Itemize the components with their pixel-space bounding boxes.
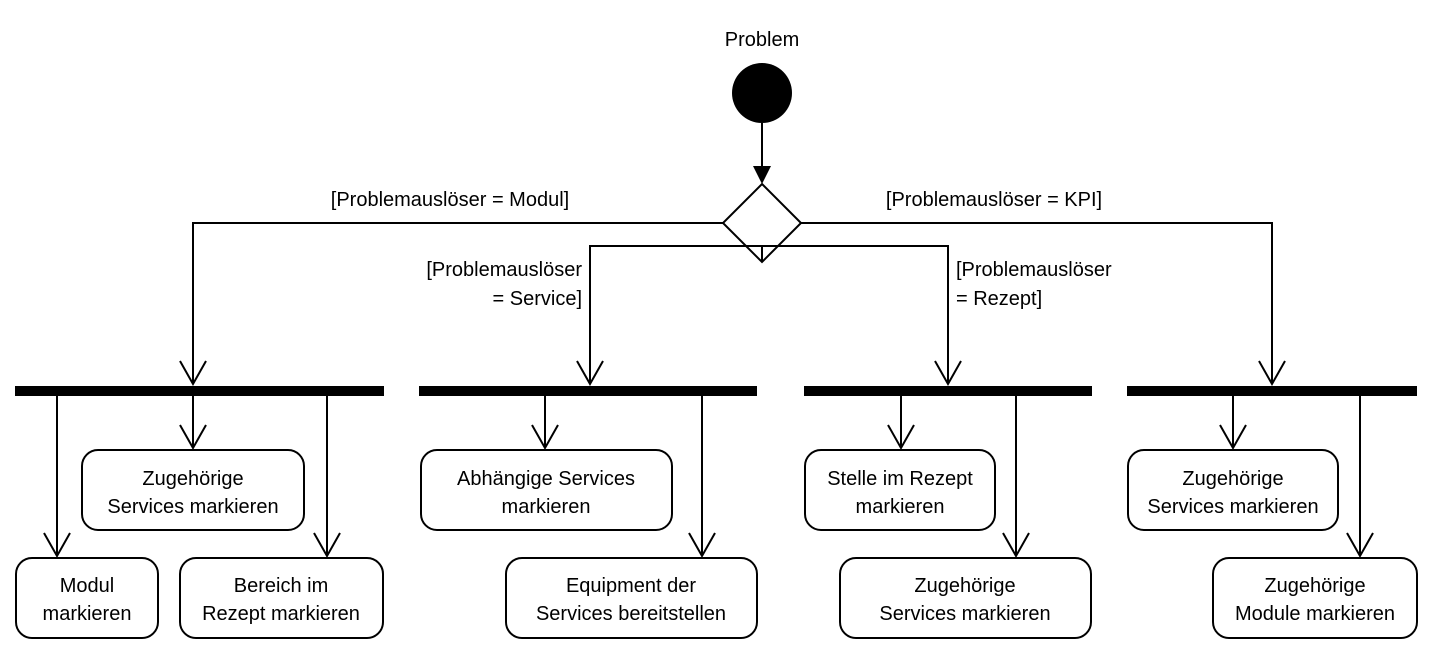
svg-text:Zugehörige: Zugehörige xyxy=(914,575,1015,597)
svg-text:Services markieren: Services markieren xyxy=(1147,496,1318,518)
svg-text:Stelle im Rezept: Stelle im Rezept xyxy=(827,468,973,490)
action-abhaengige-services: Abhängige Services markieren xyxy=(420,449,673,531)
edge-rezept xyxy=(761,245,962,387)
action-stelle-im-rezept: Stelle im Rezept markieren xyxy=(804,449,996,531)
edge-fork2-a5 xyxy=(688,396,716,559)
svg-text:Equipment der: Equipment der xyxy=(566,575,696,597)
guard-modul: [Problemauslöser = Modul] xyxy=(331,189,569,211)
svg-text:Services markieren: Services markieren xyxy=(107,496,278,518)
edge-modul xyxy=(179,222,723,387)
edge-fork2-a4 xyxy=(531,396,559,451)
guard-rezept-line2: = Rezept] xyxy=(956,288,1042,310)
guard-service-line2: = Service] xyxy=(493,288,582,310)
svg-text:Zugehörige: Zugehörige xyxy=(1182,468,1283,490)
action-zugehoerige-services-1: Zugehörige Services markieren xyxy=(81,449,305,531)
svg-text:Modul: Modul xyxy=(60,575,114,597)
fork-bar-4 xyxy=(1127,386,1417,396)
svg-text:Rezept markieren: Rezept markieren xyxy=(202,603,360,625)
edge-service xyxy=(576,245,763,387)
fork-bar-3 xyxy=(804,386,1092,396)
edge-fork3-a6 xyxy=(887,396,915,451)
edge-fork1-a3 xyxy=(313,396,341,559)
svg-text:Services bereitstellen: Services bereitstellen xyxy=(536,603,726,625)
action-zugehoerige-module: Zugehörige Module markieren xyxy=(1212,557,1418,639)
edge-fork1-a2 xyxy=(43,396,71,559)
edge-fork4-a8 xyxy=(1219,396,1247,451)
svg-text:Zugehörige: Zugehörige xyxy=(142,468,243,490)
guard-kpi: [Problemauslöser = KPI] xyxy=(886,189,1102,211)
edge-start-decision xyxy=(753,123,771,184)
edge-fork4-a9 xyxy=(1346,396,1374,559)
edge-fork1-a1 xyxy=(179,396,207,451)
svg-text:Abhängige Services: Abhängige Services xyxy=(457,468,635,490)
svg-text:markieren: markieren xyxy=(43,603,132,625)
svg-text:markieren: markieren xyxy=(502,496,591,518)
action-equipment-bereitstellen: Equipment der Services bereitstellen xyxy=(505,557,758,639)
fork-bar-1 xyxy=(15,386,384,396)
guard-service-line1: [Problemauslöser xyxy=(426,259,582,281)
action-bereich-im-rezept: Bereich im Rezept markieren xyxy=(179,557,384,639)
action-modul-markieren: Modul markieren xyxy=(15,557,159,639)
action-zugehoerige-services-3: Zugehörige Services markieren xyxy=(1127,449,1339,531)
svg-text:Services markieren: Services markieren xyxy=(879,603,1050,625)
guard-rezept-line1: [Problemauslöser xyxy=(956,259,1112,281)
action-zugehoerige-services-2: Zugehörige Services markieren xyxy=(839,557,1092,639)
initial-node xyxy=(732,63,792,123)
start-label: Problem xyxy=(725,29,799,51)
svg-text:Bereich im: Bereich im xyxy=(234,575,328,597)
edge-kpi xyxy=(801,222,1286,387)
svg-text:Module markieren: Module markieren xyxy=(1235,603,1395,625)
svg-text:Zugehörige: Zugehörige xyxy=(1264,575,1365,597)
fork-bar-2 xyxy=(419,386,757,396)
edge-fork3-a7 xyxy=(1002,396,1030,559)
svg-text:markieren: markieren xyxy=(856,496,945,518)
